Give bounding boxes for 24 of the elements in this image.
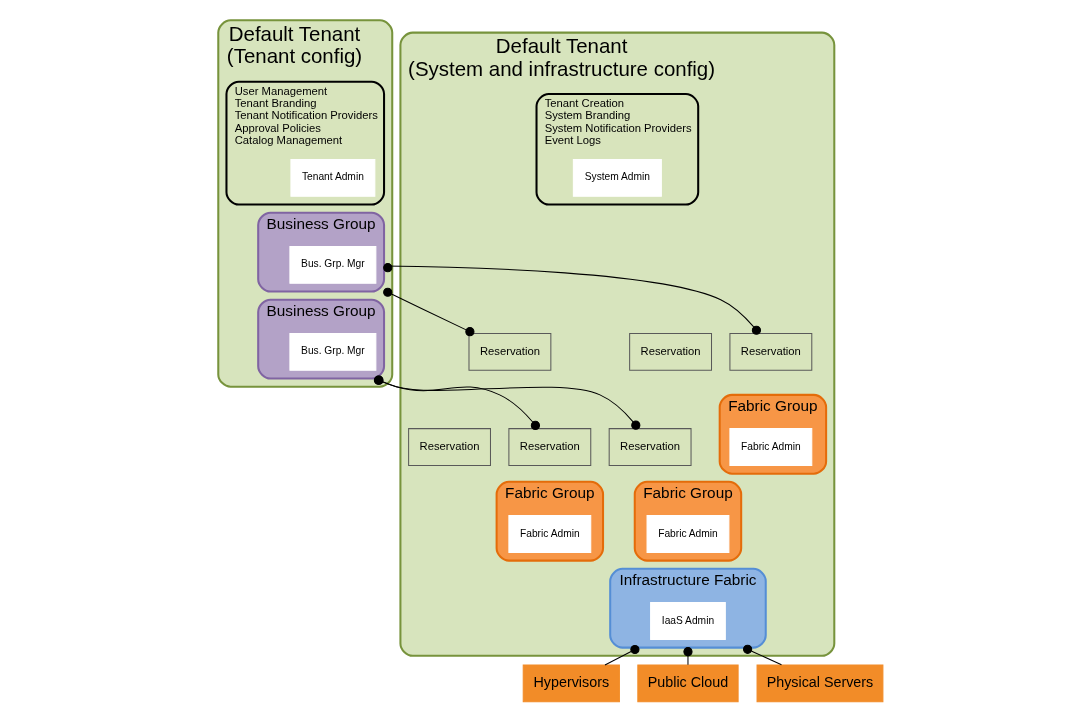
node-box: Hypervisors [522, 664, 620, 703]
node-box: Bus. Grp. Mgr [288, 245, 376, 284]
connector [382, 263, 761, 335]
connector [382, 287, 474, 337]
connector [373, 375, 540, 430]
node-box: Fabric Admin [507, 515, 591, 553]
node-box: IaaS Admin [649, 602, 726, 640]
node-box: Physical Servers [756, 664, 883, 703]
node-box: Public Cloud [636, 664, 739, 703]
connector [682, 647, 693, 666]
connector [742, 644, 782, 666]
connector [373, 375, 640, 430]
node-box: Fabric Admin [646, 515, 729, 553]
node-box: Reservation [468, 332, 551, 371]
node-box: System Admin [572, 159, 662, 197]
node-box: Tenant Admin [289, 159, 375, 197]
node-box: Reservation [728, 332, 812, 371]
node-box: Reservation [407, 428, 491, 466]
node-box: Reservation [608, 428, 692, 466]
node-box: Bus. Grp. Mgr [288, 332, 376, 371]
node-box: Fabric Admin [728, 428, 812, 466]
connector [603, 644, 639, 666]
node-box: Reservation [628, 332, 712, 371]
node-box: Reservation [507, 428, 591, 466]
